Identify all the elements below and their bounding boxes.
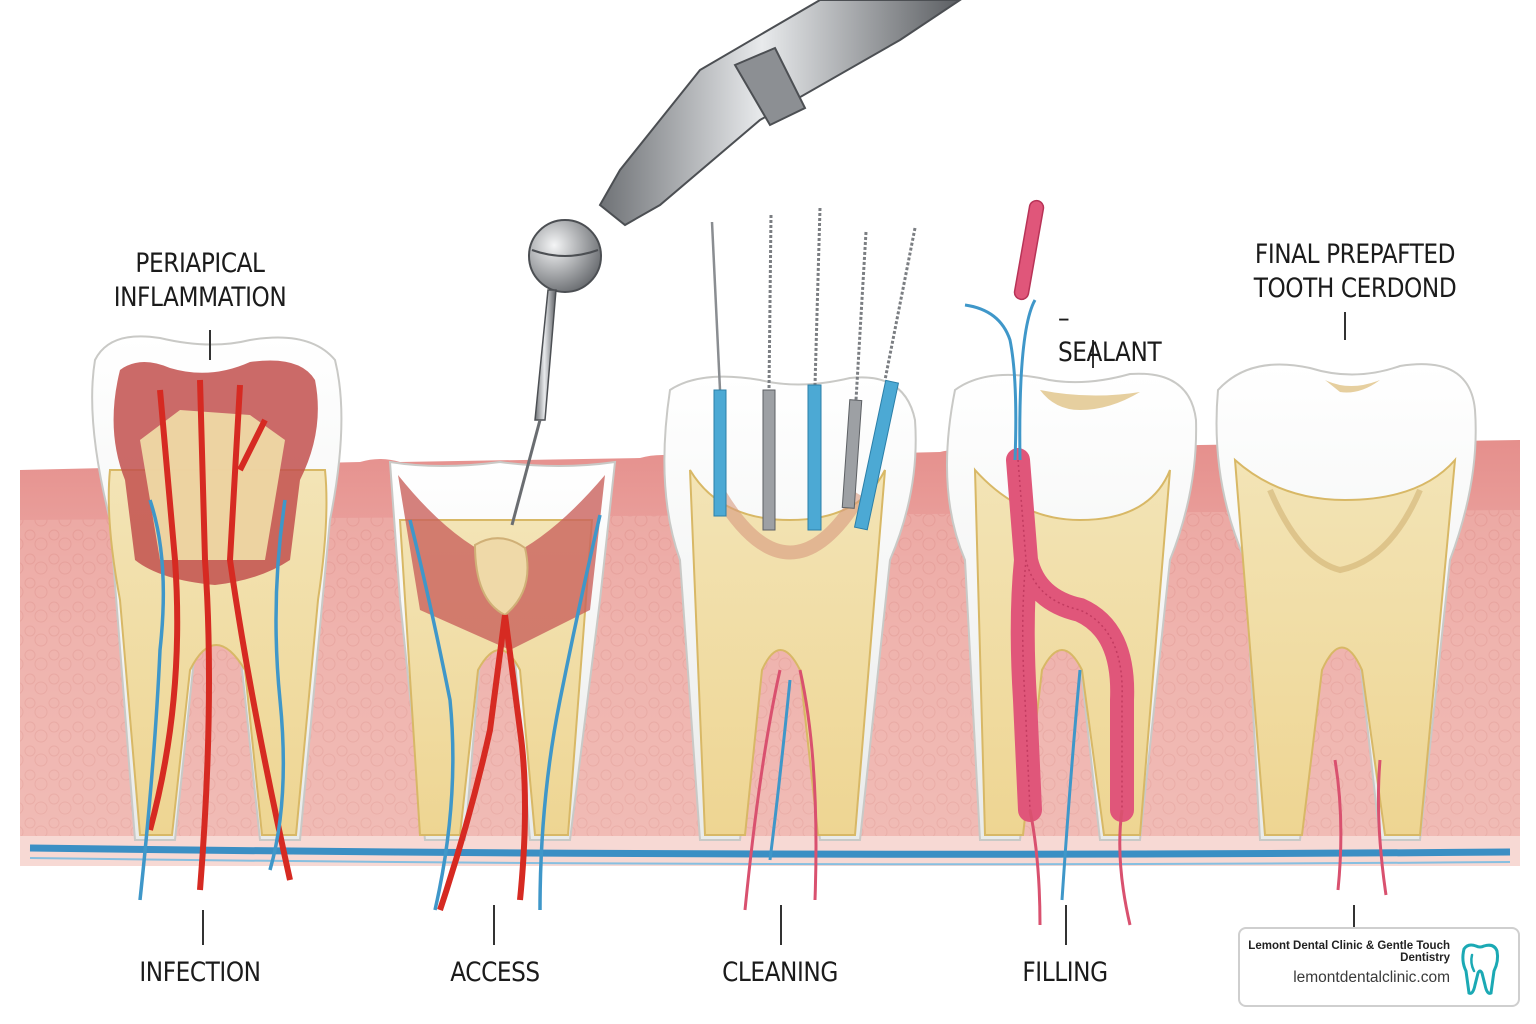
label-final-tooth: FINAL PREPAFTED TOOTH CERDOND [1253, 239, 1457, 304]
clinic-url[interactable]: lemontdentalclinic.com [1293, 969, 1450, 986]
endodontic-files [710, 207, 917, 531]
tooth-logo-icon [1461, 943, 1500, 995]
tooth-access [388, 460, 617, 911]
label-infection: INFECTION [139, 957, 261, 988]
leader-lines [202, 312, 1355, 945]
label-access: ACCESS [450, 957, 540, 988]
label-periapical-inflammation: PERIAPICAL INFLAMMATION [113, 248, 287, 313]
nerve-line [29, 844, 1511, 866]
tooth-filling [946, 199, 1198, 926]
label-sealant: – SEALANT [1058, 303, 1162, 368]
dental-drill-icon [510, 0, 962, 526]
tooth-final [1215, 363, 1477, 896]
label-filling: FILLING [1022, 957, 1108, 988]
clinic-badge[interactable]: Lemont Dental Clinic & Gentle Touch Dent… [1238, 927, 1520, 1007]
clinic-name: Lemont Dental Clinic & Gentle Touch Dent… [1248, 940, 1450, 964]
tooth-infection [91, 335, 343, 901]
label-cleaning: CLEANING [722, 957, 838, 988]
